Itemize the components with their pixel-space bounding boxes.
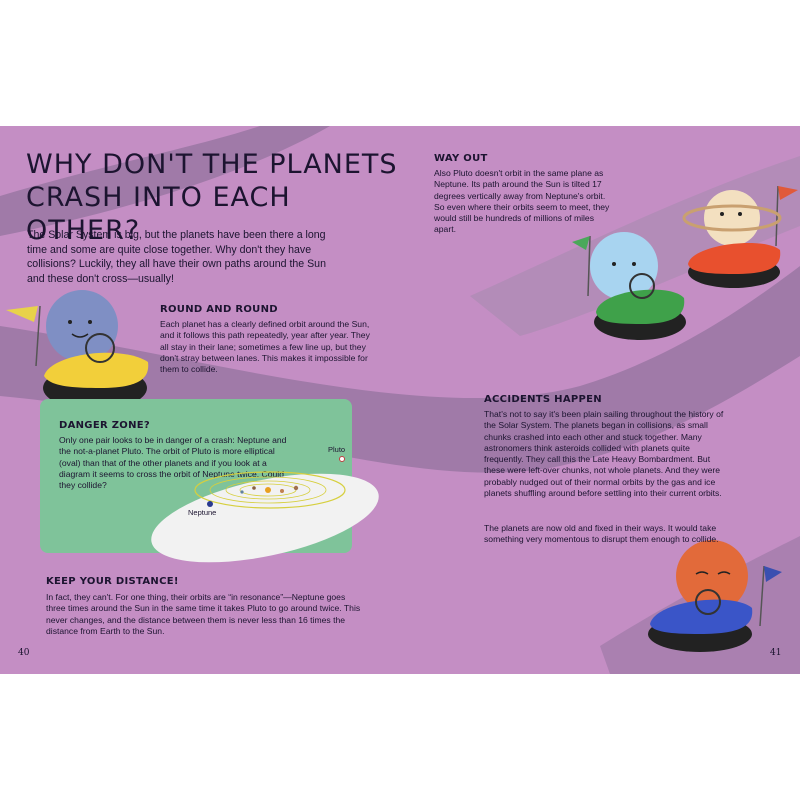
text-accidents-happen-1: That's not to say it's been plain sailin… <box>484 409 724 499</box>
heading-way-out: WAY OUT <box>434 153 488 164</box>
planet-neptune-character <box>46 290 118 362</box>
bumper-car-blue <box>648 540 782 652</box>
page-title: WHY DON'T THE PLANETS CRASH INTO EACH OT… <box>26 149 398 246</box>
page-number-left: 40 <box>18 648 30 658</box>
bumper-car-red <box>682 185 798 288</box>
neptune-orbit <box>194 471 346 509</box>
planet-saturn-character <box>704 190 760 246</box>
road-band-top-left <box>0 126 330 236</box>
neptune-dot-icon <box>207 501 213 507</box>
heading-keep-your-distance: KEEP YOUR DISTANCE! <box>46 576 179 587</box>
planet-mars-character <box>676 540 748 612</box>
heading-round-and-round: ROUND AND ROUND <box>160 304 278 315</box>
pluto-dot-icon <box>339 456 345 462</box>
text-danger-zone: Only one pair looks to be in danger of a… <box>59 435 287 491</box>
text-accidents-happen-2: The planets are now old and fixed in the… <box>484 523 719 545</box>
page-number-right: 41 <box>770 648 782 658</box>
book-spread: WHY DON'T THE PLANETS CRASH INTO EACH OT… <box>0 126 800 674</box>
text-round-and-round: Each planet has a clearly defined orbit … <box>160 319 370 375</box>
sun-icon <box>265 487 271 493</box>
intro-paragraph: The Solar System is big, but the planets… <box>27 229 326 285</box>
text-keep-your-distance: In fact, they can't. For one thing, thei… <box>46 592 361 636</box>
heading-accidents-happen: ACCIDENTS HAPPEN <box>484 394 602 405</box>
label-pluto: Pluto <box>328 445 346 454</box>
orbit-diagram <box>151 456 379 563</box>
heading-danger-zone: DANGER ZONE? <box>59 420 150 431</box>
bumper-car-green <box>572 232 686 340</box>
text-way-out: Also Pluto doesn't orbit in the same pla… <box>434 168 610 235</box>
label-neptune: Neptune <box>188 508 217 517</box>
pluto-orbit-area <box>151 473 379 563</box>
planet-blue-character <box>590 232 658 300</box>
